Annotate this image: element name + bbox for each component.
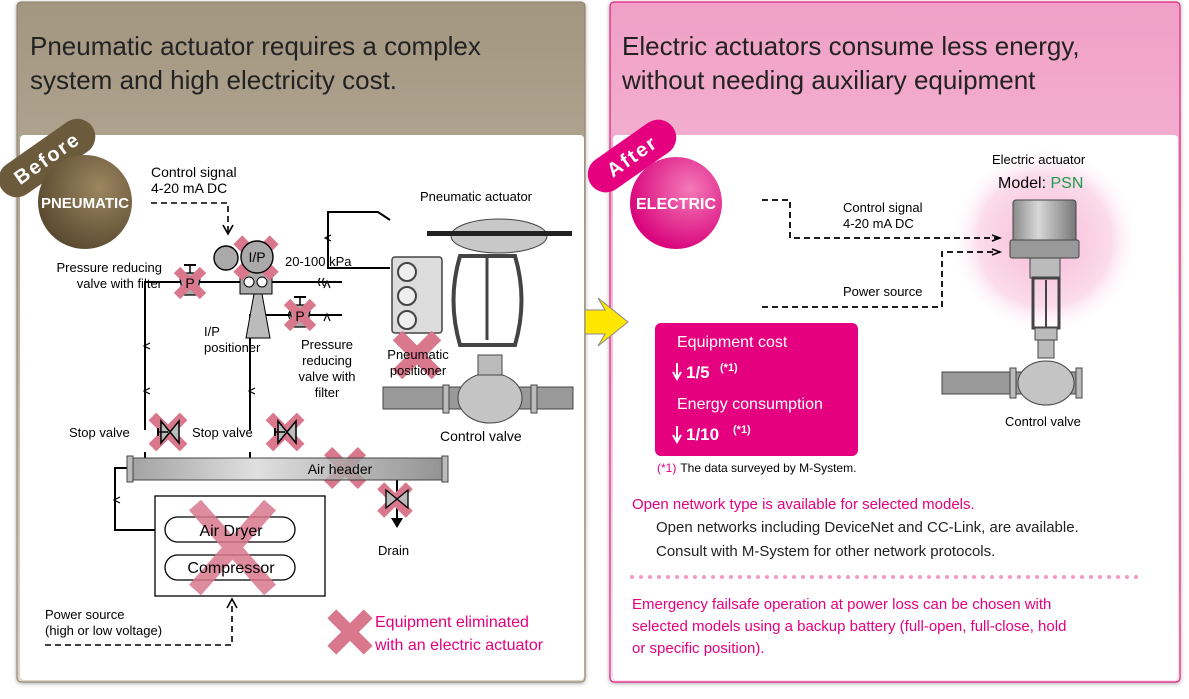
electric-circle <box>630 157 722 249</box>
pressure-reducing-label: Pressure reducing <box>57 260 163 275</box>
pneumatic-actuator-label: Pneumatic actuator <box>420 189 533 204</box>
before-panel: Pneumatic actuator requires a complex sy… <box>0 1 586 683</box>
equipment-cost-label: Equipment cost <box>677 334 788 351</box>
pneumatic-circle <box>38 155 132 249</box>
before-title-line: Pneumatic actuator requires a complex <box>30 31 481 61</box>
footnote: (*1)The data surveyed by M-System. <box>657 461 856 475</box>
stop-valve-label: Stop valve <box>192 425 253 440</box>
ip-positioner-label: positioner <box>204 340 261 355</box>
equipment-cost-value: 1/5 <box>686 363 710 382</box>
note-mark: (*1) <box>733 424 751 436</box>
pressure-reducing-label: valve with filter <box>77 276 163 291</box>
pneumatic-positioner-label: Pneumatic <box>387 347 449 362</box>
electric-control-valve <box>941 199 1083 406</box>
pressure-reducing-label: valve with <box>298 369 355 384</box>
air-header-label: Air header <box>308 461 373 477</box>
model-label: Model: PSN <box>998 175 1083 192</box>
air-dryer-label: Air Dryer <box>199 523 263 540</box>
control-signal-label: 4-20 mA DC <box>843 216 914 231</box>
pressure-reducing-label: Pressure <box>301 337 353 352</box>
after-title-line: Electric actuators consume less energy, <box>622 31 1080 61</box>
ip-positioner-label: I/P <box>204 324 220 339</box>
legend-text: Equipment eliminated <box>375 614 529 631</box>
compressor-label: Compressor <box>187 560 275 577</box>
pneumatic-positioner-label: positioner <box>390 363 447 378</box>
pressure-reducing-label: filter <box>315 385 340 400</box>
failsafe-text: Emergency failsafe operation at power lo… <box>632 596 1051 613</box>
ip-label: I/P <box>248 249 265 265</box>
before-title-line: system and high electricity cost. <box>30 65 397 95</box>
legend-text: with an electric actuator <box>374 637 544 654</box>
arrow-down-icon <box>672 426 682 445</box>
electric-label: ELECTRIC <box>636 196 716 213</box>
control-signal-label: Control signal <box>151 164 237 180</box>
stop-valve-label: Stop valve <box>69 425 130 440</box>
pneumatic-label: PNEUMATIC <box>41 195 129 212</box>
pressure-reducing-label: reducing <box>302 353 352 368</box>
ip-positioner: I/P <box>213 240 274 339</box>
power-source-label: Power source <box>45 607 124 622</box>
savings-box: Equipment cost 1/5 (*1) Energy consumpti… <box>655 323 858 456</box>
after-title-line: without needing auxiliary equipment <box>621 65 1036 95</box>
arrow-down-icon <box>672 363 682 382</box>
pneumatic-control-valve <box>382 218 574 424</box>
energy-consumption-label: Energy consumption <box>677 396 823 413</box>
control-valve-label: Control valve <box>1005 414 1081 429</box>
power-source-label: (high or low voltage) <box>45 623 162 638</box>
failsafe-text: or specific position). <box>632 640 765 657</box>
network-text: Open networks including DeviceNet and CC… <box>656 519 1079 536</box>
network-heading: Open network type is available for selec… <box>632 496 975 513</box>
arrow-right-icon <box>584 297 629 347</box>
p-valve-label: P <box>185 275 194 291</box>
failsafe-text: selected models using a backup battery (… <box>632 618 1066 635</box>
note-mark: (*1) <box>720 362 738 374</box>
network-text: Consult with M-System for other network … <box>656 543 995 560</box>
drain-label: Drain <box>378 543 409 558</box>
control-signal-label: Control signal <box>843 200 923 215</box>
control-signal-label: 4-20 mA DC <box>151 180 227 196</box>
pressure-range-label: 20-100 kPa <box>285 254 352 269</box>
p-valve-label: P <box>295 308 304 324</box>
control-valve-label: Control valve <box>440 428 522 444</box>
electric-actuator-label: Electric actuator <box>992 152 1086 167</box>
energy-consumption-value: 1/10 <box>686 425 719 444</box>
after-panel: Electric actuators consume less energy, … <box>587 1 1181 683</box>
power-source-label: Power source <box>843 284 922 299</box>
